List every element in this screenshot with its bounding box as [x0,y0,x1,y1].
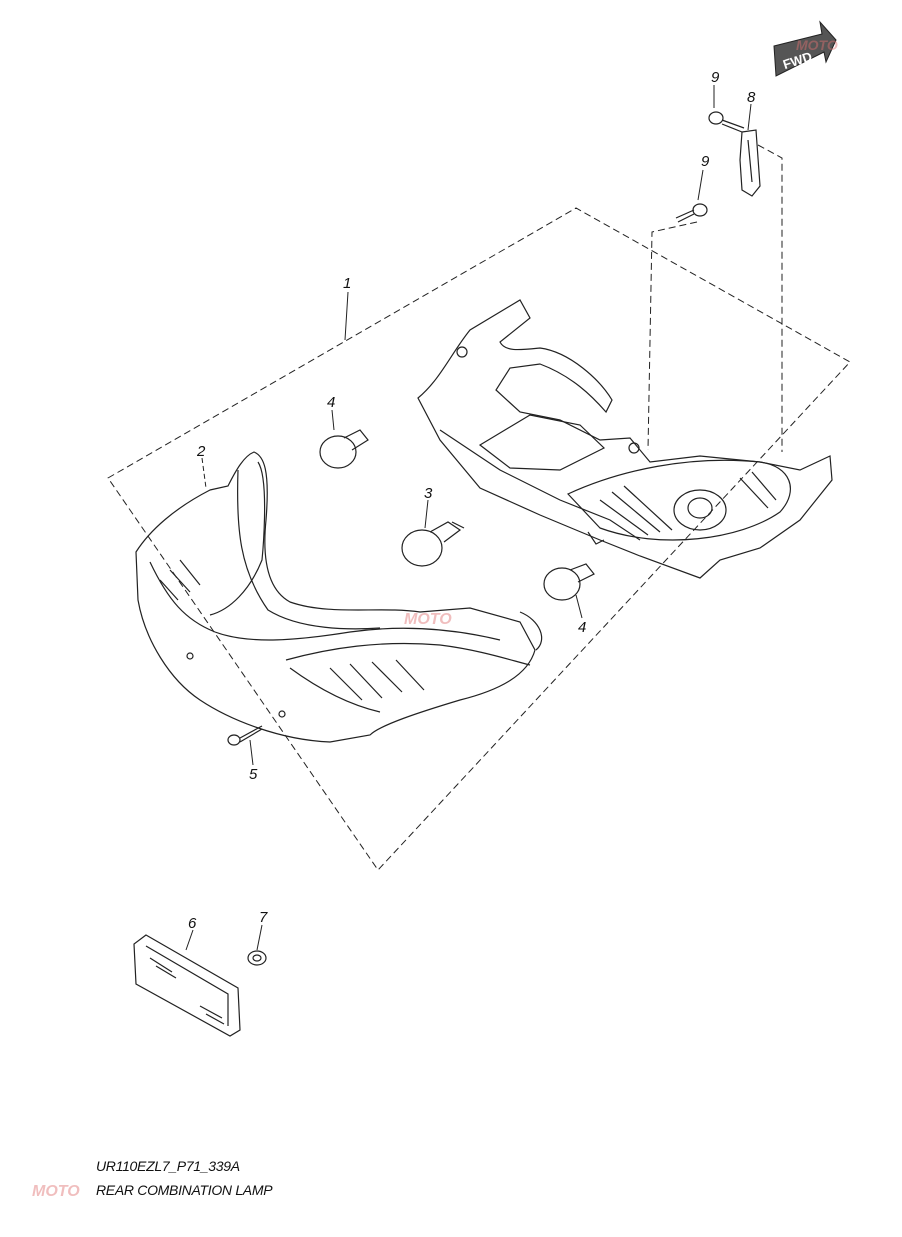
leader-lines [185,85,783,951]
callout-1: 1 [343,275,351,292]
callout-4b: 4 [578,619,586,636]
lamp-housing-part [417,299,833,579]
watermark-top: MOTO [796,37,838,53]
screw-part-9b [675,203,708,223]
diagram-code: UR110EZL7_P71_339A [96,1158,240,1174]
callout-7: 7 [259,909,268,926]
clamp-part-8 [739,129,761,197]
callout-9a: 9 [711,69,720,86]
watermark-center: MOTO [404,611,452,628]
screw-part-9a [708,111,745,133]
bulb-part-3 [401,521,465,567]
diagram-title: REAR COMBINATION LAMP [96,1182,273,1198]
screw-part-5 [227,725,263,746]
callout-2: 2 [196,443,206,460]
callout-5: 5 [249,766,258,783]
callout-6: 6 [188,915,197,932]
bulb-part-4b [543,563,595,601]
lamp-lens-part [135,451,543,743]
assembly-outline [107,207,851,871]
reflector-part-6 [133,934,241,1037]
callout-8: 8 [747,89,756,106]
nut-part-7 [247,950,267,966]
bulb-part-4a [319,429,369,469]
callout-4a: 4 [327,394,335,411]
callout-9b: 9 [701,153,710,170]
callout-labels: 1 2 3 4 4 5 6 7 8 9 9 [188,69,756,932]
watermark-bottom: MOTO [32,1183,80,1200]
callout-3: 3 [424,485,433,502]
